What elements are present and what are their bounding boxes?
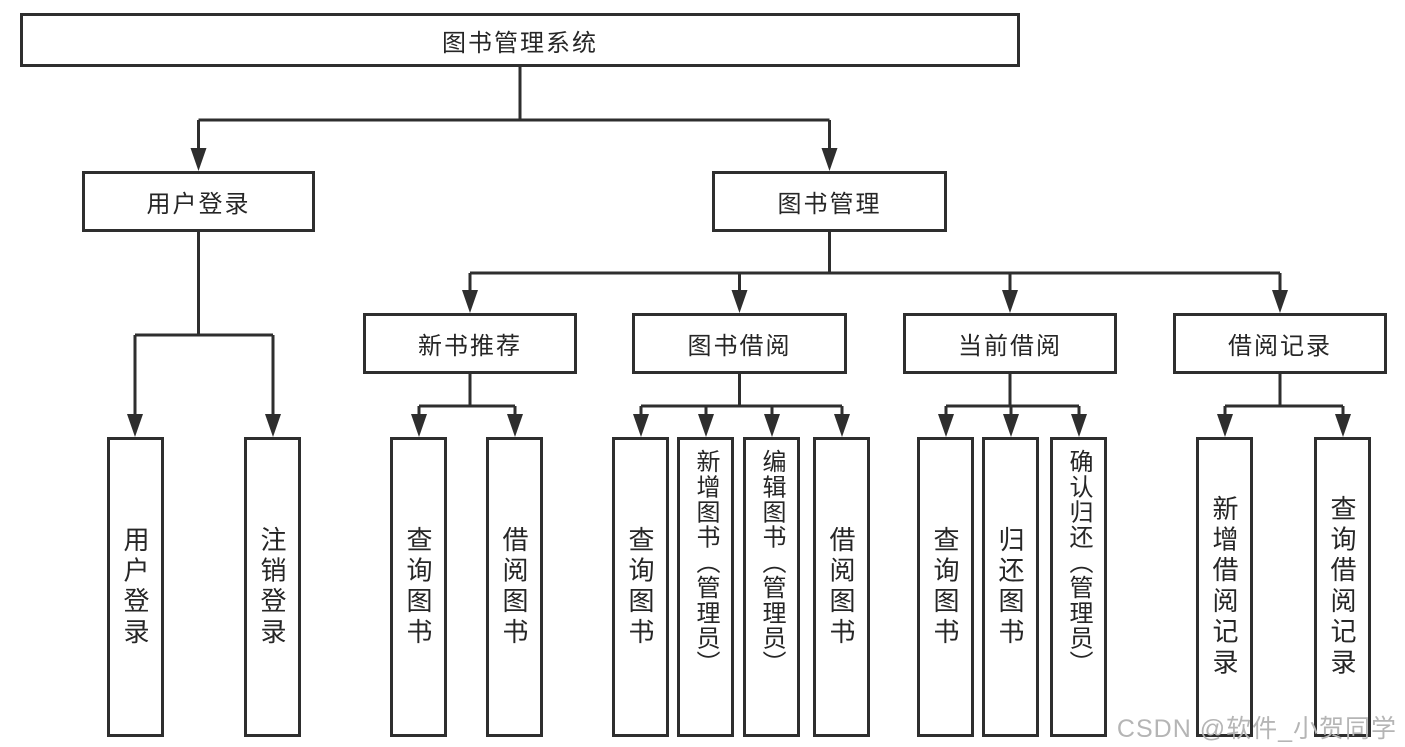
leaf-label: 新增借阅记录 [1209,494,1239,680]
leaf-label: 查询图书 [930,525,960,649]
node-book-borrowing: 图书借阅 [632,313,847,374]
leaf-label: 借阅图书 [826,525,856,649]
leaf-add-borrow-record: 新增借阅记录 [1196,437,1253,737]
leaf-label: 确认归还（管理员） [1065,449,1092,676]
leaf-label: 查询借阅记录 [1327,494,1357,680]
node-label: 用户登录 [146,191,251,218]
csdn-watermark: CSDN @软件_小贺同学 [1116,715,1397,743]
node-label: 图书管理系统 [442,29,598,57]
leaf-edit-books-admin: 编辑图书（管理员） [743,437,800,737]
node-borrow-records: 借阅记录 [1173,313,1387,374]
node-root-system: 图书管理系统 [20,13,1020,67]
node-book-management: 图书管理 [712,171,947,232]
leaf-label: 查询图书 [403,525,433,649]
leaf-add-books-admin: 新增图书（管理员） [677,437,734,737]
node-current-borrowing: 当前借阅 [903,313,1117,374]
leaf-label: 借阅图书 [499,525,529,649]
leaf-borrow-books-recommend: 借阅图书 [486,437,543,737]
leaf-return-books: 归还图书 [982,437,1039,737]
leaf-label: 归还图书 [995,525,1025,649]
leaf-user-login: 用户登录 [107,437,164,737]
node-label: 新书推荐 [418,333,522,360]
node-user-login: 用户登录 [82,171,315,232]
node-label: 图书管理 [777,191,882,218]
leaf-query-books-recommend: 查询图书 [390,437,447,737]
leaf-label: 用户登录 [120,525,150,649]
leaf-label: 编辑图书（管理员） [758,449,785,676]
leaf-query-books-borrowing: 查询图书 [612,437,669,737]
leaf-logout: 注销登录 [244,437,301,737]
leaf-query-borrow-record: 查询借阅记录 [1314,437,1371,737]
leaf-query-books-current: 查询图书 [917,437,974,737]
node-label: 图书借阅 [687,333,792,360]
leaf-label: 查询图书 [625,525,655,649]
node-label: 当前借阅 [958,333,1062,360]
node-new-book-recommend: 新书推荐 [363,313,577,374]
leaf-borrow-books-borrowing: 借阅图书 [813,437,870,737]
leaf-label: 新增图书（管理员） [692,449,719,676]
node-label: 借阅记录 [1228,333,1332,360]
leaf-label: 注销登录 [257,525,287,649]
leaf-confirm-return-admin: 确认归还（管理员） [1050,437,1107,737]
